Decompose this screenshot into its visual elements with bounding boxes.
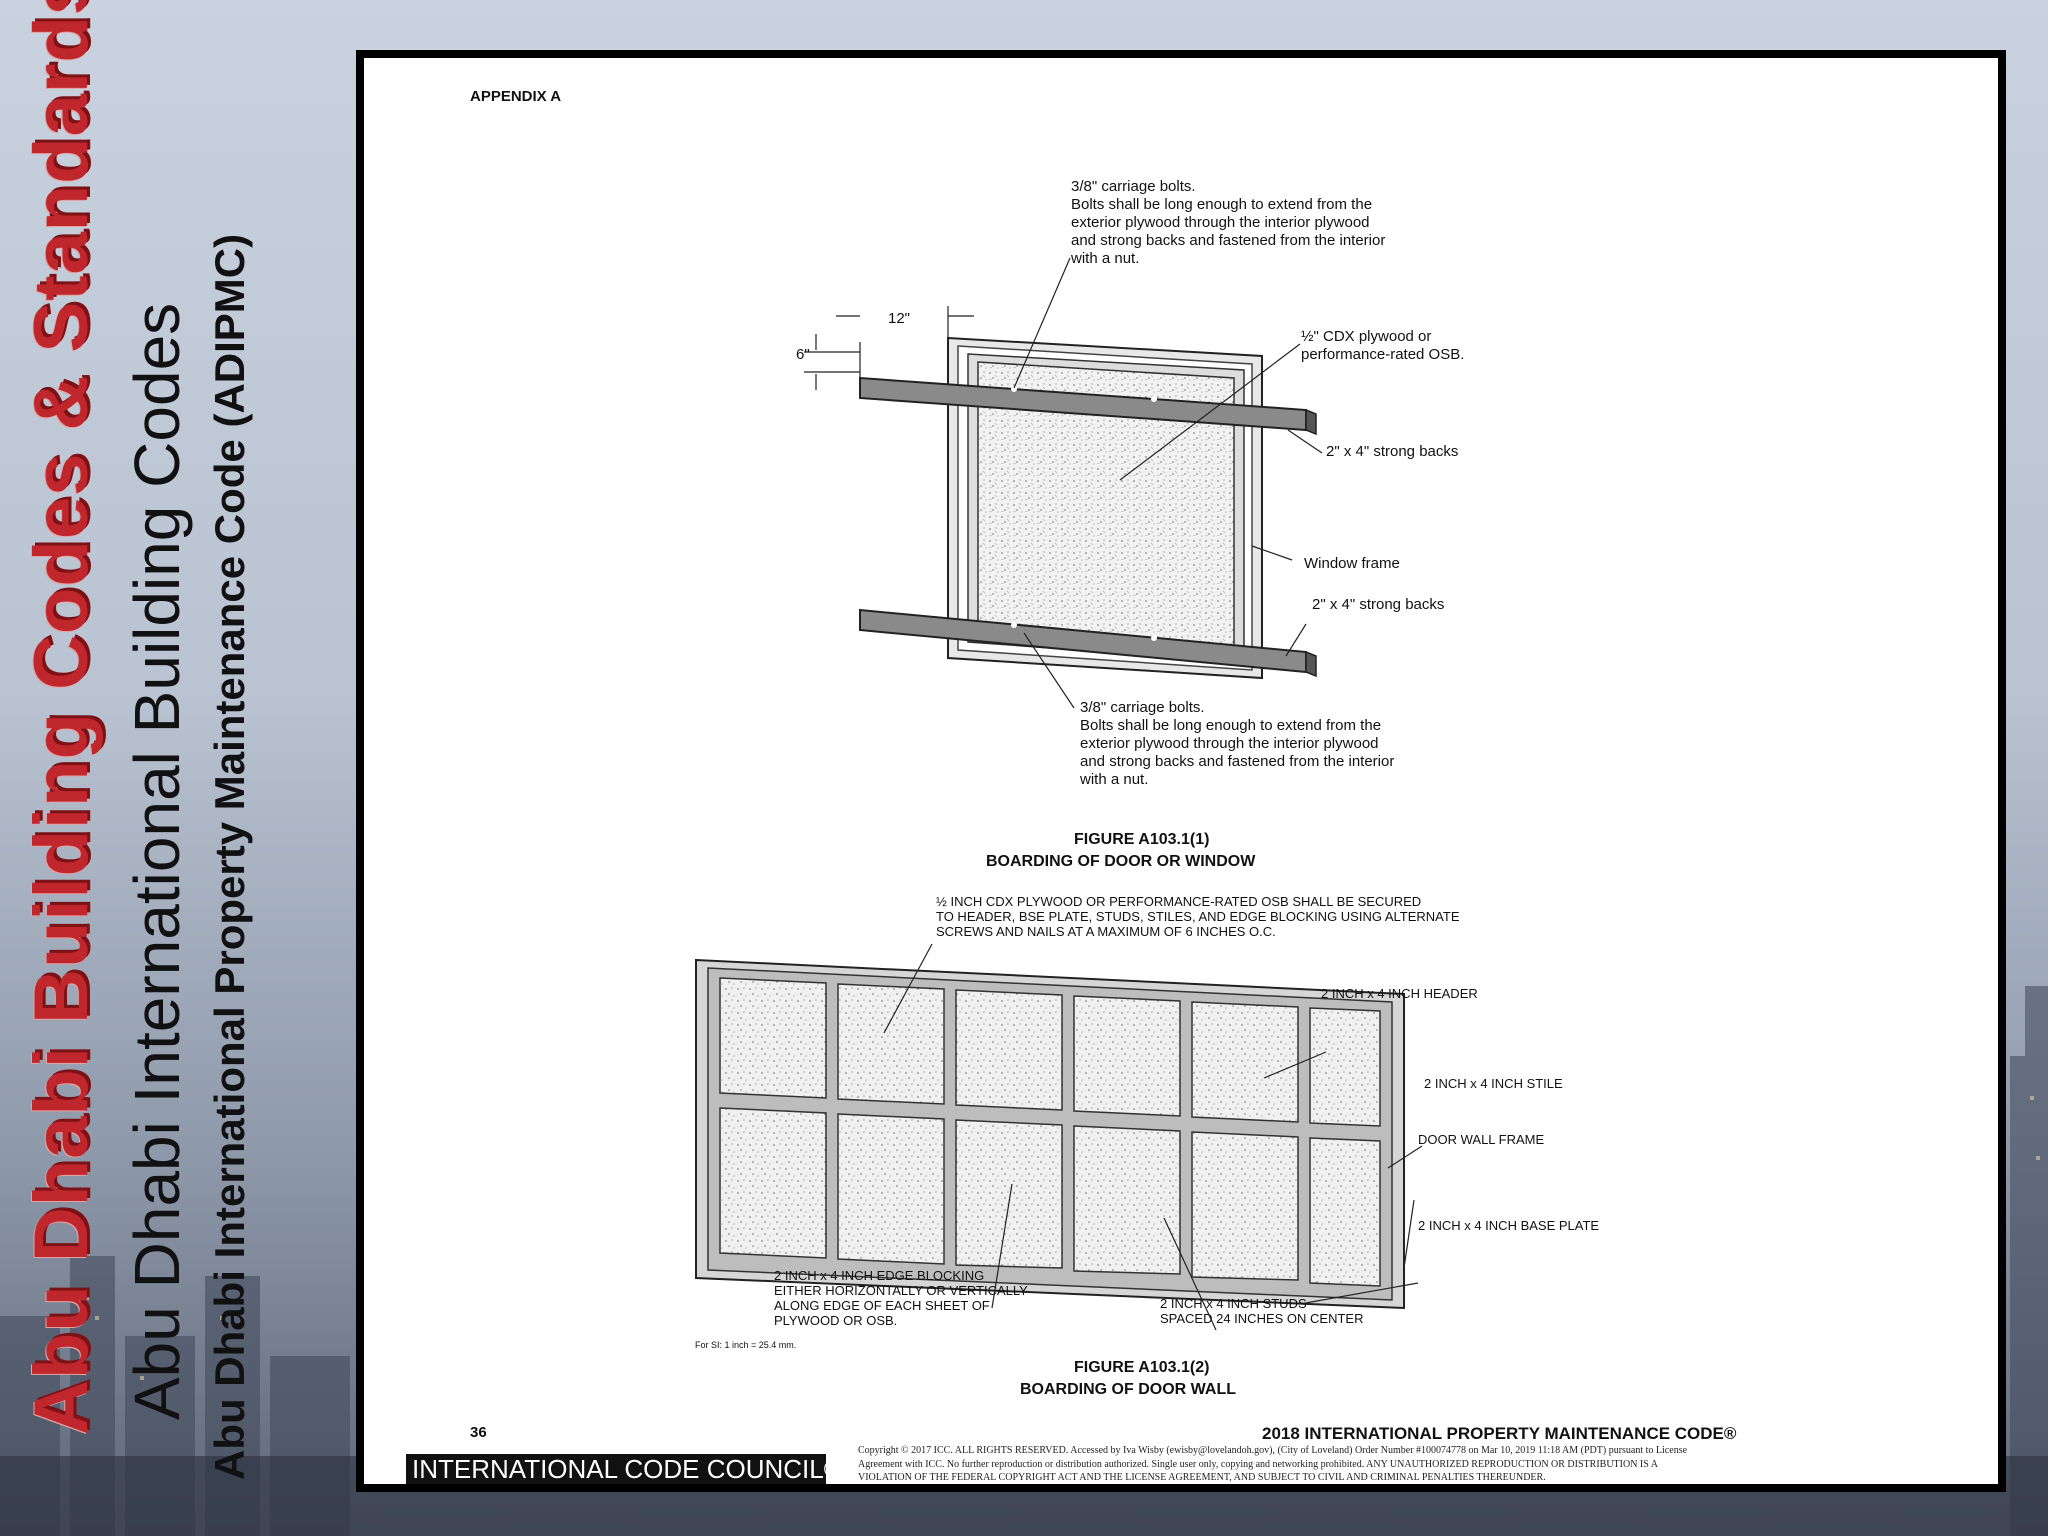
figure-boarding-door-wall-drawing	[695, 943, 1423, 1331]
base-plate-label: 2 INCH x 4 INCH BASE PLATE	[1418, 1218, 1600, 1233]
strong-back-top	[859, 376, 1317, 436]
plywood-note: ½" CDX plywood or performance-rated OSB.	[1301, 328, 1465, 363]
edge-blocking-note: 2 INCH x 4 INCH EDGE BLOCKING EITHER HOR…	[774, 1268, 1028, 1328]
header-label: 2 INCH x 4 INCH HEADER	[1321, 986, 1478, 1001]
door-wall-frame-label: DOOR WALL FRAME	[1418, 1132, 1545, 1147]
main-title: Abu Dhabi Building Codes & Standards	[19, 0, 104, 1435]
window-frame-label: Window frame	[1304, 555, 1400, 572]
document-page: APPENDIX A	[364, 58, 1998, 1484]
figure1-title: BOARDING OF DOOR OR WINDOW	[986, 853, 1256, 870]
dim-12-label: 12"	[888, 310, 911, 327]
document-frame: APPENDIX A	[356, 50, 2006, 1492]
figure2-title: BOARDING OF DOOR WALL	[1020, 1381, 1236, 1398]
appendix-heading: APPENDIX A	[470, 88, 562, 105]
figure1-number: FIGURE A103.1(1)	[1074, 831, 1210, 848]
figure2-number: FIGURE A103.1(2)	[1074, 1359, 1210, 1376]
bolts-bottom-note: 3/8" carriage bolts. Bolts shall be long…	[1080, 699, 1395, 788]
plywood-secured-note: ½ INCH CDX PLYWOOD OR PERFORMANCE-RATED …	[936, 894, 1460, 939]
page-number: 36	[470, 1424, 487, 1441]
dim-6-label: 6"	[796, 346, 810, 363]
strong-back-bottom	[859, 608, 1317, 678]
strong-backs-top-label: 2" x 4" strong backs	[1326, 443, 1459, 460]
strong-backs-bottom-label: 2" x 4" strong backs	[1312, 596, 1445, 613]
studs-note: 2 INCH x 4 INCH STUDS SPACED 24 INCHES O…	[1160, 1296, 1364, 1326]
si-conversion-note: For SI: 1 inch = 25.4 mm.	[695, 1340, 797, 1350]
code-edition-title: 2018 INTERNATIONAL PROPERTY MAINTENANCE …	[1262, 1424, 1737, 1443]
bolts-top-note: 3/8" carriage bolts. Bolts shall be long…	[1071, 178, 1386, 267]
copyright-notice: Copyright © 2017 ICC. ALL RIGHTS RESERVE…	[858, 1445, 1688, 1483]
icc-logo: INTERNATIONAL CODE COUNCIL®	[406, 1454, 843, 1484]
code-title: Abu Dhabi International Property Mainten…	[206, 233, 253, 1480]
window-frame-shape	[947, 336, 1263, 680]
stile-label: 2 INCH x 4 INCH STILE	[1424, 1076, 1563, 1091]
figure-boarding-window-drawing	[804, 257, 1323, 709]
subtitle: Abu Dhabi International Building Codes	[121, 302, 193, 1420]
